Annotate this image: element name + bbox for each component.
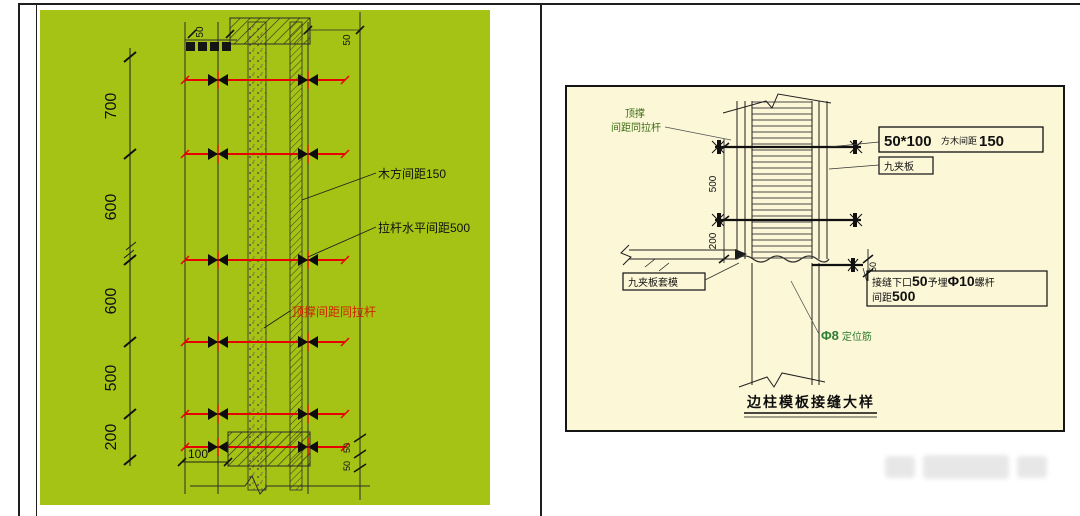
callout-timber-label: 方木间距 [941,135,977,146]
dim-chain-600a: 600 [103,194,120,221]
leader-tierod-spacing [307,226,377,258]
drawing-title: 边柱模板接缝大样 [746,394,875,410]
dim-top-batten-label: 50 [195,26,206,38]
callout-seam-line2: 间距500 [872,288,916,304]
tie-rod-level-5 [180,405,350,423]
annotation-top-brace: 顶撑间距同拉杆 [292,304,376,319]
leader-top-brace [664,126,732,141]
dim-200-label: 200 [708,232,719,249]
wall-formwork-drawing-panel: 50 50 700 600 600 500 200 [40,10,490,505]
wall-formwork-svg: 50 50 700 600 600 500 200 [103,12,470,500]
dim-bottom-50a-label: 50 [342,443,352,453]
callout-plywood-label: 九夹板 [884,160,914,173]
annotations: 木方间距150 拉杆水平间距500 顶撑间距同拉杆 [263,166,470,329]
dimension-chain: 700 600 600 500 200 [103,48,137,466]
dim-chain-500: 500 [103,365,120,392]
wall-structure-lines [184,12,361,500]
joint-seam [735,249,830,263]
dim-bottom-width-label: 100 [188,447,208,461]
leader-sleeve [704,262,740,281]
watermark-glyph [923,455,1009,479]
leader-rebar [790,280,820,335]
leader-seam [862,267,868,283]
seam-text-e: 螺杆 [975,277,995,289]
dim-bottom-50b-label: 50 [342,461,352,471]
seam-text-b: 50 [912,273,928,289]
bottom-slab-and-dims: 100 50 50 [177,431,370,495]
top-break-line [722,93,832,114]
watermark-glyph [1017,456,1047,478]
bottom-break-line [738,372,826,388]
table-border-top [18,3,1080,5]
table-border-left-inner [36,3,37,516]
tie-bolt-lower [711,213,863,227]
column-joint-svg: 500 200 [611,93,1048,418]
seam-text-c: 予埋 [928,277,948,289]
watermark-glyph [885,456,915,478]
top-slab [185,17,311,51]
tie-rod-level-2 [180,145,350,163]
leader-plywood [828,164,880,170]
tie-rod-level-1 [180,71,350,89]
callout-top-brace-line1: 顶撑 [625,107,645,120]
callout-seam: 接缝下口50予埋Φ10螺杆 间距500 [862,267,1048,307]
seam-text-d: Φ10 [948,273,975,289]
callout-top-brace-line2: 间距同拉杆 [611,121,661,134]
leader-top-brace [263,310,291,329]
seam-text-a: 接缝下口 [872,276,912,289]
callout-timber-spacing: 150 [979,133,1004,150]
rebar-text-size: Φ8 [821,328,839,343]
table-border-left-outer [18,3,20,516]
tie-rod-level-4 [180,333,350,351]
column-joint-drawing-panel: 500 200 [565,85,1065,432]
callout-timber: 50*100 方木间距 150 [828,126,1044,153]
annotation-tierod-spacing: 拉杆水平间距500 [378,220,470,235]
top-dimensions: 50 50 [187,25,365,46]
dim-top-right-label: 50 [342,34,353,46]
callout-sleeve: 九夹板套模 [622,262,740,291]
tie-rod-level-3 [180,251,350,269]
column-upper [722,93,832,259]
drawing-title-block: 边柱模板接缝大样 [744,394,877,418]
floor-slab [620,244,737,272]
seam-text-g: 500 [892,288,916,304]
left-dimension: 500 200 [708,139,730,264]
dim-50-label: 50 [868,262,878,272]
callout-plywood: 九夹板 [828,156,934,175]
break-line [190,474,370,495]
leader-timber-spacing [301,172,377,201]
column-lower [738,263,826,388]
rebar-text-name: 定位筋 [842,330,872,343]
slab-break-line [620,244,632,266]
seam-text-f: 间距 [872,291,892,304]
dim-chain-200: 200 [103,424,120,451]
seam-marker [735,249,747,259]
dim-chain-600b: 600 [103,288,120,315]
bottom-bolt: 50 [812,249,878,281]
table-column-divider [540,3,542,516]
callout-timber-size: 50*100 [884,133,932,150]
callout-sleeve-label: 九夹板套模 [628,276,678,289]
tie-bolt-upper [711,140,863,154]
dim-500-label: 500 [708,175,719,192]
watermark [885,448,1060,486]
leader-timber [828,141,880,148]
callout-top-brace: 顶撑 间距同拉杆 [611,107,732,141]
annotation-timber-spacing: 木方间距150 [378,166,446,181]
callout-seam-line1: 接缝下口50予埋Φ10螺杆 [872,273,995,289]
dim-chain-700: 700 [103,93,120,120]
